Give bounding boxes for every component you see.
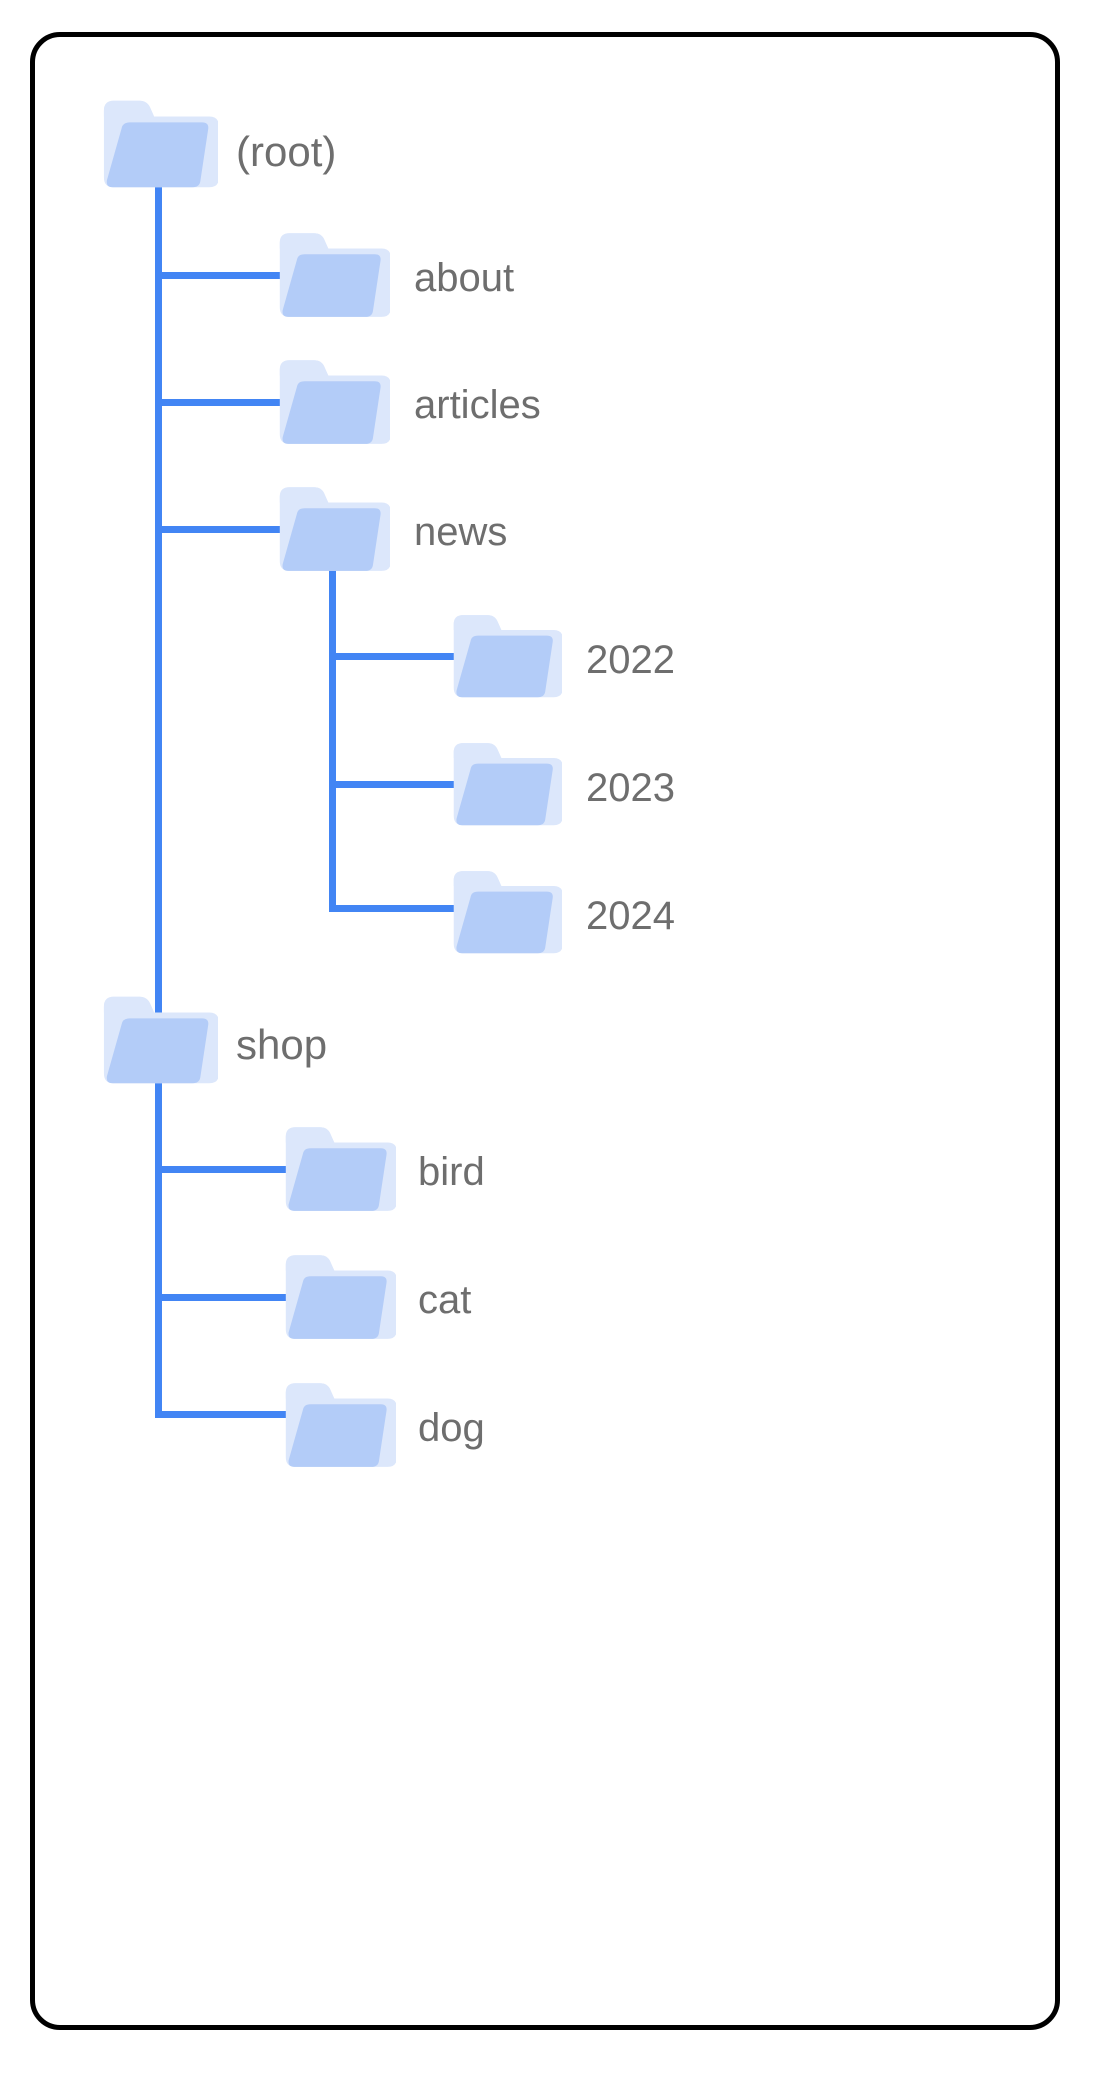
folder-icon-about[interactable] (276, 228, 390, 326)
node-label-cat: cat (418, 1278, 472, 1322)
node-label-shop: shop (236, 1021, 328, 1068)
connector-branch-cat (155, 1294, 291, 1301)
folder-icon-cat[interactable] (282, 1250, 396, 1348)
node-label-bird: bird (418, 1150, 485, 1194)
connector-branch-articles (155, 399, 285, 406)
folder-icon-2023[interactable] (450, 738, 562, 834)
connector-trunk-root (155, 178, 162, 1033)
folder-icon-news[interactable] (276, 482, 390, 580)
node-label-2023: 2023 (586, 766, 675, 810)
connector-trunk-news (329, 562, 336, 912)
node-label-news: news (414, 510, 508, 554)
connector-branch-news (155, 526, 285, 533)
folder-icon-2024[interactable] (450, 866, 562, 962)
node-label-root: (root) (236, 128, 337, 175)
folder-icon-dog[interactable] (282, 1378, 396, 1476)
folder-icon-root[interactable] (100, 96, 218, 196)
connector-branch-about (155, 272, 285, 279)
connector-trunk-shop (155, 1068, 162, 1418)
node-label-2022: 2022 (586, 638, 675, 682)
node-label-2024: 2024 (586, 894, 675, 938)
connector-branch-bird (155, 1166, 291, 1173)
connector-branch-2023 (329, 781, 459, 788)
folder-icon-shop[interactable] (100, 992, 218, 1092)
connector-branch-2024 (329, 905, 459, 912)
connector-branch-2022 (329, 653, 459, 660)
node-label-about: about (414, 256, 515, 300)
node-label-articles: articles (414, 383, 541, 427)
folder-icon-articles[interactable] (276, 355, 390, 453)
folder-icon-2022[interactable] (450, 610, 562, 706)
folder-icon-bird[interactable] (282, 1122, 396, 1220)
connector-branch-dog (155, 1411, 291, 1418)
node-label-dog: dog (418, 1406, 485, 1450)
